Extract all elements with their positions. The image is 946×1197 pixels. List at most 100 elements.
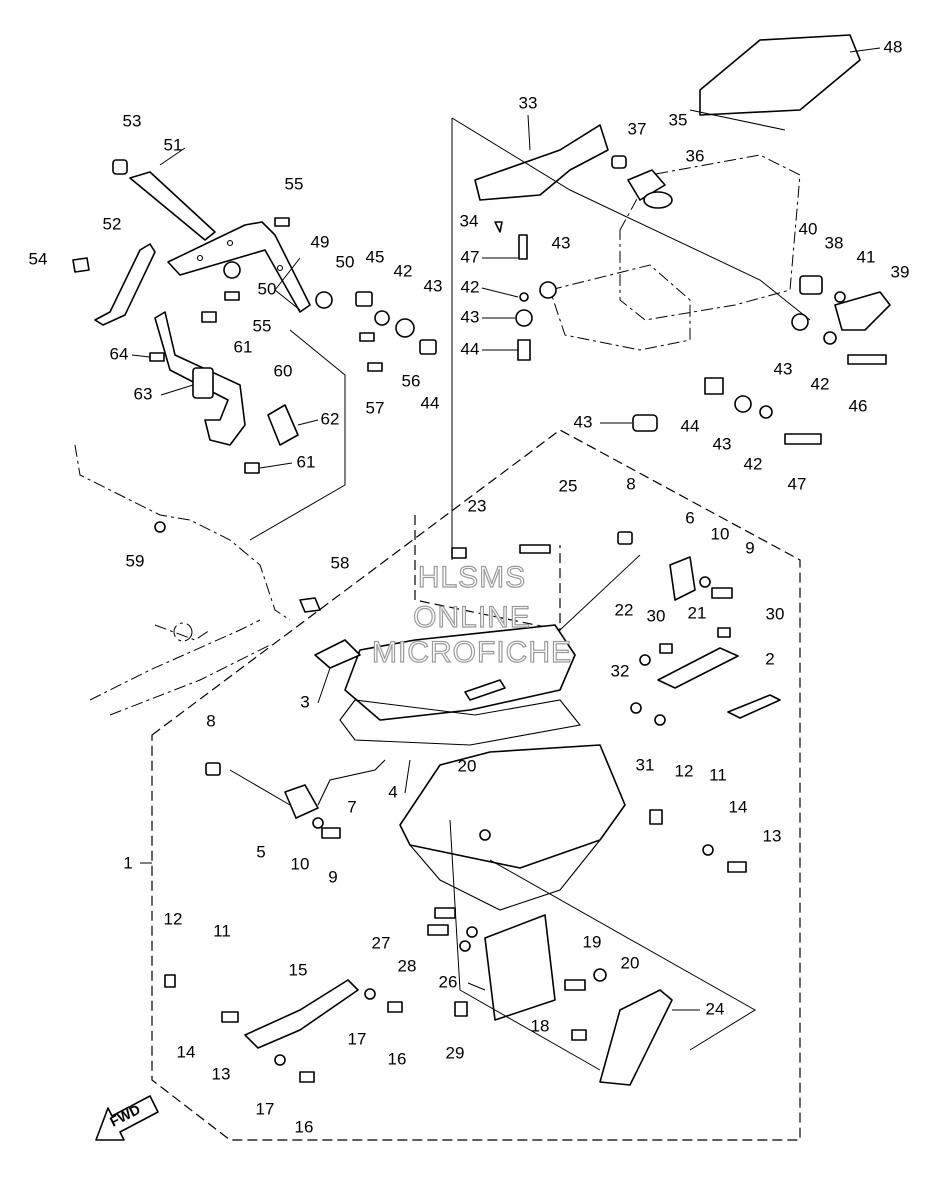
callout-3: 3 (300, 692, 309, 711)
callout-45: 45 (366, 247, 385, 266)
callout-2: 2 (765, 649, 774, 668)
callout-58: 58 (331, 553, 350, 572)
case-part-lower (399, 744, 626, 869)
callout-6: 6 (685, 508, 694, 527)
watermark: HLSMS ONLINE MICROFICHE (371, 560, 572, 669)
callout-29: 29 (446, 1043, 465, 1062)
callout-21: 21 (688, 603, 707, 622)
callout-20b: 20 (621, 953, 640, 972)
callout-43f: 43 (713, 434, 732, 453)
callout-60: 60 (274, 361, 293, 380)
callout-40: 40 (799, 219, 818, 238)
callout-42b: 42 (461, 277, 480, 296)
callout-43d: 43 (774, 359, 793, 378)
stopper-part-8a (617, 531, 633, 545)
callout-4: 4 (388, 782, 397, 801)
callout-17a: 17 (348, 1029, 367, 1048)
phantom-bag-lower (549, 264, 691, 351)
rubber-part-50a (223, 261, 241, 279)
callout-43e: 43 (574, 412, 593, 431)
callout-12b: 12 (164, 909, 183, 928)
bracket-part-38 (799, 275, 823, 295)
callout-54: 54 (29, 249, 48, 268)
rod-part-7 (317, 759, 386, 806)
callout-55a: 55 (285, 174, 304, 193)
cap-part-53 (112, 159, 128, 175)
pad-part-48 (699, 34, 861, 116)
callout-30a: 30 (647, 606, 666, 625)
bracket-part-51 (129, 171, 216, 241)
callout-leaders (131, 47, 881, 1011)
callout-12a: 12 (675, 761, 694, 780)
collar-part-44 (419, 339, 437, 355)
watermark-line-2: ONLINE (413, 601, 531, 634)
callout-49: 49 (311, 232, 330, 251)
callout-20a: 20 (458, 756, 477, 775)
callout-55b: 55 (253, 316, 272, 335)
callout-33: 33 (519, 93, 538, 112)
callout-38: 38 (825, 233, 844, 252)
fwd-arrow-icon: FWD (95, 1095, 159, 1141)
callout-7: 7 (347, 797, 356, 816)
rubber-part-50b (315, 291, 333, 309)
callout-9b: 9 (328, 867, 337, 886)
callout-42c: 42 (811, 374, 830, 393)
watermark-line-1: HLSMS (418, 561, 526, 594)
lid-part-3 (344, 624, 576, 721)
callout-14b: 14 (177, 1042, 196, 1061)
callout-56: 56 (402, 371, 421, 390)
callout-44c: 44 (681, 416, 700, 435)
callout-42a: 42 (394, 261, 413, 280)
watermark-line-3: MICROFICHE (372, 636, 572, 669)
callout-35: 35 (669, 110, 688, 129)
bracket-part-21 (657, 647, 739, 689)
callout-9a: 9 (745, 538, 754, 557)
callout-10b: 10 (291, 854, 310, 873)
callout-17b: 17 (256, 1099, 275, 1118)
callout-5: 5 (256, 842, 265, 861)
callout-50a: 50 (336, 252, 355, 271)
stay-part-52 (94, 243, 156, 326)
assembly-boundary (151, 429, 801, 1141)
callout-59: 59 (126, 551, 145, 570)
plate-part-26 (484, 914, 556, 1021)
callout-34: 34 (460, 211, 479, 230)
callout-16a: 16 (388, 1049, 407, 1068)
label-sheet (314, 639, 361, 669)
lock-part-5 (284, 784, 319, 819)
callout-47b: 47 (788, 474, 807, 493)
emblem-plate (464, 679, 506, 701)
phantom-bag-upper (619, 154, 801, 321)
callout-30b: 30 (766, 604, 785, 623)
callout-48: 48 (884, 37, 903, 56)
callout-13a: 13 (763, 826, 782, 845)
callout-46: 46 (849, 396, 868, 415)
callout-26: 26 (439, 972, 458, 991)
nut-part-37 (611, 155, 627, 169)
callout-13b: 13 (212, 1064, 231, 1083)
callout-44b: 44 (461, 339, 480, 358)
reflector-part-2 (727, 694, 781, 719)
bolt-part-58 (299, 597, 321, 613)
stay-part-15 (244, 979, 359, 1049)
callout-8a: 8 (626, 474, 635, 493)
plate-part-35 (627, 169, 666, 201)
callout-23: 23 (468, 496, 487, 515)
callout-24: 24 (706, 999, 725, 1018)
callout-36: 36 (686, 146, 705, 165)
bolt-part-16b (299, 1071, 315, 1083)
bolt-part-46 (847, 354, 887, 365)
callout-62: 62 (321, 409, 340, 428)
gasket-part-36 (643, 191, 673, 209)
callout-32: 32 (611, 661, 630, 680)
callout-16b: 16 (295, 1117, 314, 1136)
bolt-part-16a (387, 1001, 403, 1013)
nut-part-59 (154, 521, 166, 533)
callout-25: 25 (559, 476, 578, 495)
callout-27: 27 (372, 933, 391, 952)
callout-43a: 43 (424, 276, 443, 295)
callout-52: 52 (103, 214, 122, 233)
callout-11a: 11 (709, 765, 727, 784)
callout-50b: 50 (258, 279, 277, 298)
